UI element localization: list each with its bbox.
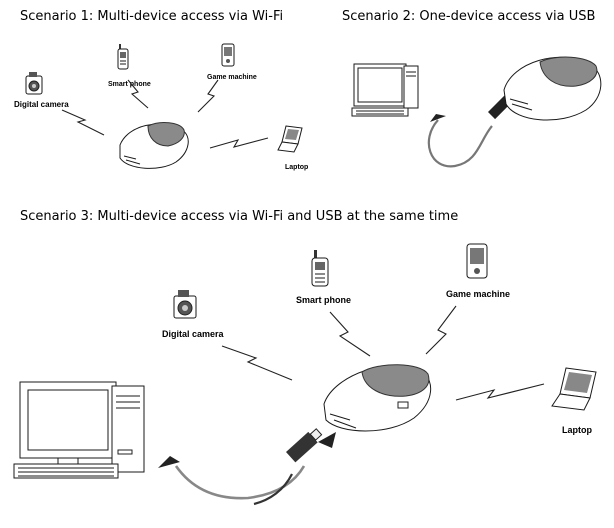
- wifi-signal-icon: [425, 305, 457, 355]
- wifi-signal-icon: [455, 383, 545, 401]
- digital-camera-icon: [25, 72, 43, 95]
- laptop-icon: [277, 125, 303, 153]
- wifi-signal-icon: [329, 311, 371, 357]
- mobile-wifi-router-icon: [119, 122, 189, 169]
- usb-connector-icon: [286, 428, 323, 463]
- scenario-1-label-digital-camera: Digital camera: [14, 100, 69, 109]
- usb-cable: [253, 473, 293, 506]
- scenario-3-label-game-machine: Game machine: [446, 289, 510, 299]
- smart-phone-icon: [117, 44, 129, 70]
- desktop-computer-icon: [351, 63, 419, 117]
- scenario-1-label-smart-phone: Smart phone: [108, 81, 151, 88]
- scenario-3-label-laptop: Laptop: [562, 425, 592, 435]
- scenario-2-title: Scenario 2: One-device access via USB: [342, 9, 595, 24]
- direction-arrow-icon: [318, 432, 336, 448]
- direction-arrow-icon: [158, 456, 180, 468]
- wifi-signal-icon: [127, 79, 149, 109]
- mobile-wifi-router-icon: [503, 56, 602, 121]
- scenario-1-label-laptop: Laptop: [285, 164, 308, 171]
- usb-cable: [427, 119, 493, 168]
- usb-cable: [174, 465, 306, 500]
- smart-phone-icon: [311, 250, 329, 287]
- game-machine-icon: [221, 43, 235, 67]
- scenario-3-label-smart-phone: Smart phone: [296, 295, 351, 305]
- digital-camera-icon: [173, 290, 197, 319]
- wifi-signal-icon: [209, 137, 269, 149]
- scenario-3-title: Scenario 3: Multi-device access via Wi-F…: [20, 209, 458, 224]
- game-machine-icon: [466, 243, 488, 279]
- desktop-computer-icon: [13, 381, 145, 479]
- direction-arrow-icon: [430, 114, 446, 122]
- mobile-wifi-router-icon: [323, 364, 432, 432]
- scenario-3-label-digital-camera: Digital camera: [162, 329, 225, 339]
- scenario-1-title: Scenario 1: Multi-device access via Wi-F…: [20, 9, 283, 24]
- scenario-1-label-game-machine: Game machine: [207, 74, 257, 81]
- laptop-icon: [551, 367, 597, 411]
- wifi-signal-icon: [61, 109, 105, 136]
- wifi-signal-icon: [221, 345, 293, 381]
- wifi-signal-icon: [197, 79, 219, 113]
